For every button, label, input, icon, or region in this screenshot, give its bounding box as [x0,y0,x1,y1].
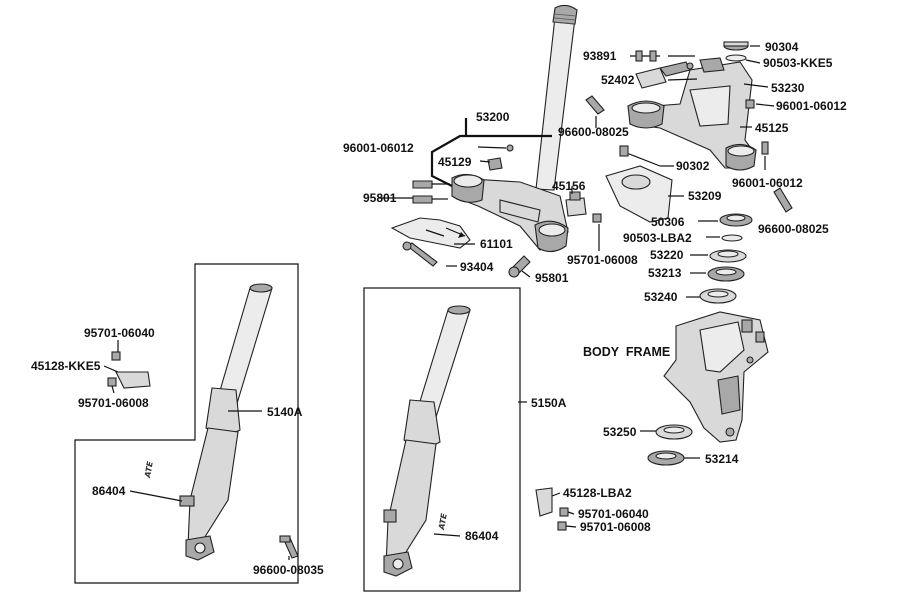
label-96600-08035: 96600-08035 [253,563,324,577]
cover-61101-drawing [390,217,471,249]
label-90503-kke5: 90503-KKE5 [763,56,833,70]
label-95801-left: 95801 [363,191,397,205]
label-45128-lba2: 45128-LBA2 [563,486,632,500]
screw-95801-bottom-drawing [508,255,531,278]
label-body-frame: BODY FRAME [583,345,670,359]
race-53250-drawing [655,424,693,440]
label-93404: 93404 [460,260,494,274]
label-90503-lba2: 90503-LBA2 [623,231,692,245]
fork-5140a-box [74,263,299,584]
label-96001-06012-right: 96001-06012 [732,176,803,190]
label-95701-06008-mid: 95701-06008 [567,253,638,267]
stem-bolts-drawing [412,144,514,204]
bracket-45128kke5-drawing [107,351,151,389]
label-90302: 90302 [676,159,710,173]
leader-53200 [430,118,552,187]
label-5150a: 5150A [531,396,567,410]
bolt-93891-drawing [630,50,660,62]
fork-5150a-box [363,287,521,592]
bearing-53214-drawing [647,450,685,466]
label-53250: 53250 [603,425,637,439]
bearing-53213-drawing [707,266,745,282]
part-labels: 93891 90304 90503-KKE5 52402 53230 96001… [31,40,847,577]
label-86404-right: 86404 [465,529,499,543]
label-96001-06012-left: 96001-06012 [343,141,414,155]
label-61101: 61101 [480,237,513,251]
label-96001-06012-top: 96001-06012 [776,99,847,113]
label-53214: 53214 [705,452,739,466]
label-45125: 45125 [755,121,789,135]
label-5140a: 5140A [267,405,303,419]
fork-5150a-drawing: ATE [383,305,471,577]
bearing-50306-drawing [719,213,753,227]
bolt-96600-left-drawing [585,95,605,115]
top-bridge-drawing [627,57,757,171]
bearing-53220-drawing [709,249,747,263]
label-95801-bottom: 95801 [535,271,569,285]
label-52402: 52402 [601,73,635,87]
label-53209: 53209 [688,189,722,203]
bolt-96001-right-drawing [761,141,769,155]
label-53213: 53213 [648,266,682,280]
bolt-96600-right-drawing [773,187,793,213]
steering-stem-drawing [451,4,578,253]
label-95701-06040-left: 95701-06040 [84,326,155,340]
label-53220: 53220 [650,248,684,262]
label-45129: 45129 [438,155,472,169]
bolt-96001-top-drawing [745,99,755,109]
race-53240-drawing [699,288,737,304]
screw-95701-mid-drawing [592,213,602,223]
body-frame-drawing [663,311,769,443]
label-95701-06008-right: 95701-06008 [580,520,651,534]
label-53240: 53240 [644,290,678,304]
washer-90503lba2-drawing [721,234,743,242]
label-95701-06008-left: 95701-06008 [78,396,149,410]
screw-93404-drawing [402,241,438,267]
fork-5140a-drawing: ATE [143,283,273,561]
label-95701-06040-right: 95701-06040 [578,507,649,521]
sensor-52402-drawing [635,61,694,89]
label-53200: 53200 [476,110,510,124]
leader-lines [103,45,775,560]
label-96600-08025-left: 96600-08025 [558,125,629,139]
washer-90503kke5-drawing [725,54,747,62]
label-45128-kke5: 45128-KKE5 [31,359,101,373]
svg-text:ATE: ATE [143,460,155,479]
label-86404-left: 86404 [92,484,126,498]
cover-53209-drawing [605,165,673,223]
svg-text:ATE: ATE [437,512,449,531]
bracket-45128lba2-drawing [535,487,569,531]
label-45156: 45156 [552,179,586,193]
label-93891: 93891 [583,49,617,63]
bolt-90302-drawing [619,145,661,167]
bolt-96600-08035-drawing [279,535,299,559]
label-53230: 53230 [771,81,805,95]
label-90304: 90304 [765,40,799,54]
bracket-45156-drawing [565,191,587,217]
nut-90304-drawing [723,41,749,51]
label-96600-08025-right: 96600-08025 [758,222,829,236]
label-50306: 50306 [651,215,685,229]
